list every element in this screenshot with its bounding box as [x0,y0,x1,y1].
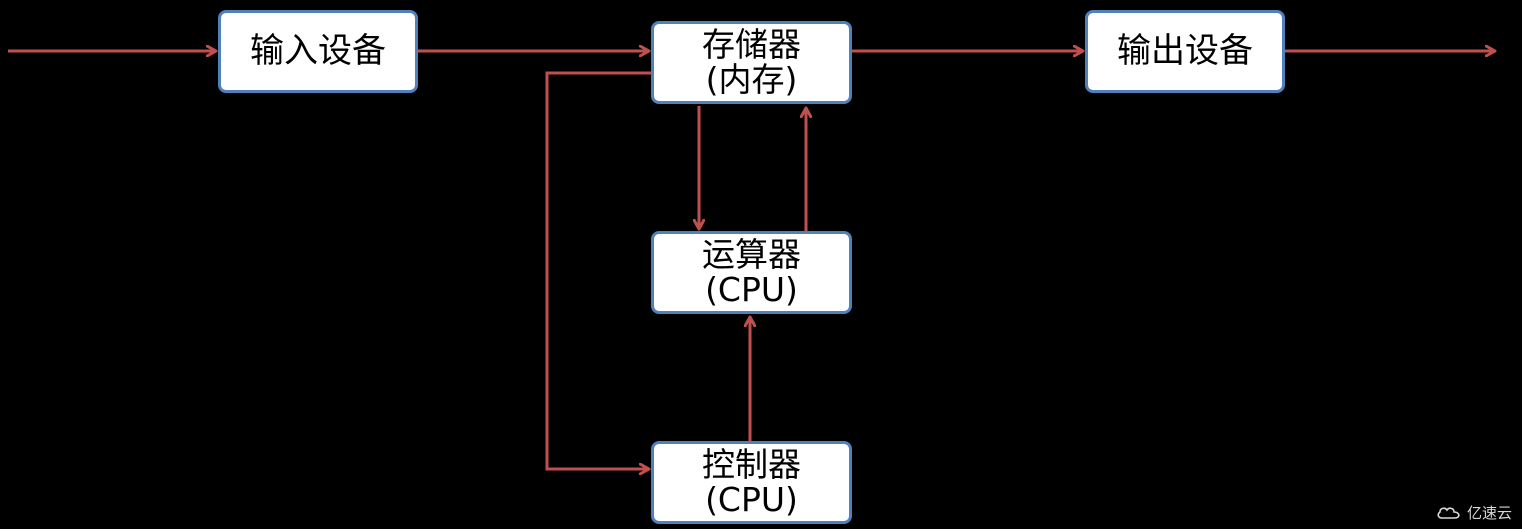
input-device-label: 输入设备 [250,30,386,71]
alu-box: 运算器 (CPU) [651,231,852,314]
control-unit-label: 控制器 [702,444,801,484]
cloud-logo-icon [1437,506,1460,519]
memory-box: 存储器 (内存) [651,21,852,104]
output-device-box: 输出设备 [1085,10,1285,93]
watermark: 亿速云 [1436,502,1512,523]
watermark-text: 亿速云 [1466,504,1512,522]
control-unit-box: 控制器 (CPU) [651,441,852,524]
alu-sublabel: (CPU) [705,269,798,309]
memory-sublabel: (内存) [705,59,798,99]
alu-label: 运算器 [702,234,801,274]
control-unit-sublabel: (CPU) [705,479,798,519]
memory-label: 存储器 [702,24,801,64]
output-device-label: 输出设备 [1117,30,1253,71]
arrow-memory-to-control [545,71,651,469]
input-device-box: 输入设备 [218,10,418,93]
